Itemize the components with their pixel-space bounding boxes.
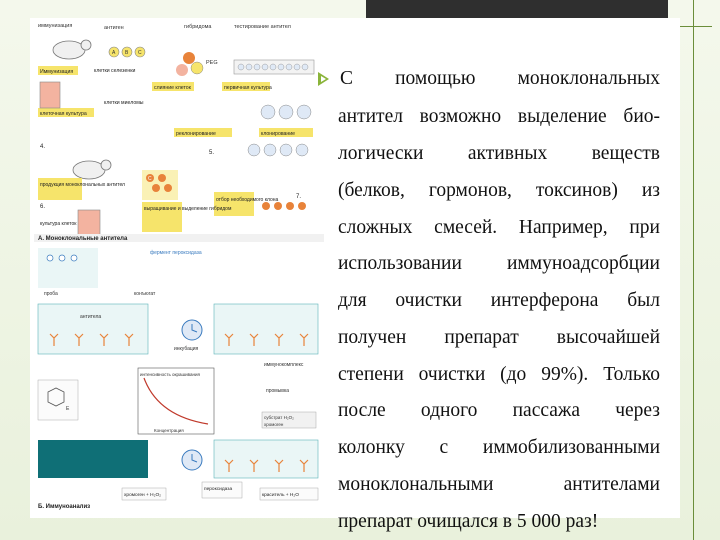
body-line-3: логически активных веществ xyxy=(338,143,660,164)
sym-e: E xyxy=(66,406,70,412)
panel-immunocomplex: иммунокомплекс xyxy=(264,362,304,368)
box-recloning: реклонирование xyxy=(176,131,216,137)
box-cell-culture-2: культура клеток xyxy=(40,221,77,227)
panel-substrate: субстрат H₂O₂ xyxy=(264,415,294,420)
step-4: 4. xyxy=(40,144,45,150)
flask-icon xyxy=(39,81,61,109)
body-line-1: С помощью моноклональных xyxy=(340,68,660,89)
box-cell-fusion: слияние клеток xyxy=(154,85,192,91)
peg-label: PEG xyxy=(206,60,218,66)
panel-antibodies: антитела xyxy=(80,314,101,320)
right-rule xyxy=(693,0,694,540)
body-line-12: моноклональными антителами xyxy=(338,474,660,495)
body-line-10: после одного пассажа через xyxy=(338,400,660,421)
formula-right: краситель + H₂O xyxy=(262,492,299,498)
monoclonal-antibody-figure: иммунизация антиген гибридома тестирован… xyxy=(34,20,324,514)
concentration-graph xyxy=(137,367,215,435)
fig-label-immunization: иммунизация xyxy=(38,23,72,29)
body-line-7: для очистки интерферона был xyxy=(338,290,660,311)
bullet-icon xyxy=(318,72,329,86)
body-line-6: использовании иммуноадсорбции xyxy=(338,253,660,274)
box-primary-culture: первичная культура xyxy=(224,85,272,91)
cell-c: C xyxy=(148,176,152,182)
body-line-11: колонку с иммобилизованными xyxy=(338,437,660,458)
box-myeloma: клетки миеломы xyxy=(104,100,144,106)
box-clone-selection: отбор необходимого клона xyxy=(216,197,278,203)
fig-label-antigen: антиген xyxy=(104,25,124,31)
step-7: 7. xyxy=(296,194,301,200)
graph-x-label: Концентрация xyxy=(154,428,184,433)
panel-sample: проба xyxy=(44,291,58,297)
mouse-icon xyxy=(72,160,106,180)
step-6: 6. xyxy=(40,204,45,210)
panel-peroxidase: фермент пероксидаза xyxy=(150,250,202,256)
panel-chromogen: хромоген xyxy=(264,422,284,427)
section-a-title: А. Моноклональные антитела xyxy=(38,236,128,242)
formula-left: хромоген + H₂O₂ xyxy=(124,492,161,498)
mouse-icon xyxy=(52,40,86,60)
panel-incubation: инкубация xyxy=(174,346,199,352)
section-b-title: Б. Иммуноанализ xyxy=(38,504,90,510)
body-line-2: антител возможно выделение био- xyxy=(338,106,660,127)
box-spleen-cells: клетки селезенки xyxy=(94,68,135,74)
antigen-a: A xyxy=(112,50,116,56)
panel-wash: промывка xyxy=(266,388,289,394)
flask-icon xyxy=(77,209,101,239)
formula-peroxidase: пероксидаза xyxy=(204,487,232,492)
body-line-5: сложных смесей. Например, при xyxy=(338,217,660,238)
box-immunization: Иммунизация xyxy=(40,69,73,75)
box-hybridoma-growth: выращивание и выделение гибридом xyxy=(144,206,232,212)
body-line-8: получен препарат высочайшей xyxy=(338,327,660,348)
panel-conjugate: конъюгат xyxy=(134,291,156,297)
fig-label-hybridoma: гибридома xyxy=(184,24,212,30)
body-line-9: степени очистки (до 99%). Только xyxy=(338,364,660,385)
graph-y-label: интенсивность окрашивания xyxy=(140,372,200,377)
step-5: 5. xyxy=(209,150,214,156)
box-mab-production: продукция моноклональных антител xyxy=(40,182,125,188)
box-cloning: клонирование xyxy=(261,131,295,137)
fig-label-testing: тестирование антител xyxy=(234,24,291,30)
body-line-13: препарат очищался в 5 000 раз! xyxy=(338,511,599,532)
box-cell-culture: клеточная культура xyxy=(40,111,87,117)
antigen-b: B xyxy=(125,50,129,56)
antigen-c: C xyxy=(138,50,142,56)
body-line-4: (белков, гормонов, токсинов) из xyxy=(338,180,660,201)
